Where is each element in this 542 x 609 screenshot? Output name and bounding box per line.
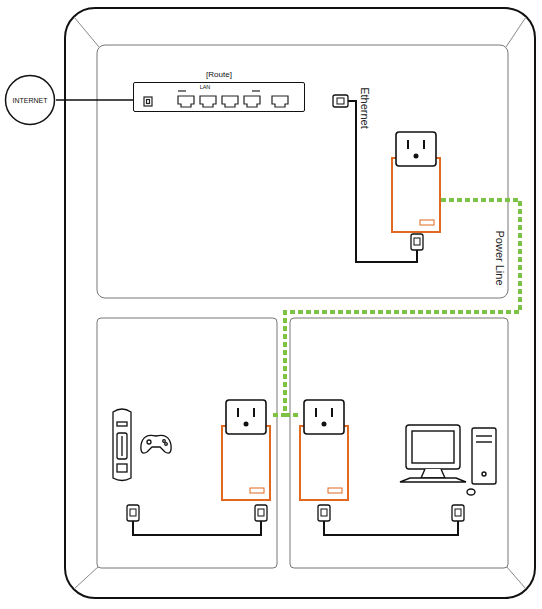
- router-ports: [144, 91, 288, 107]
- network-cable: [56, 99, 133, 101]
- port-group-label: LAN: [120, 84, 290, 90]
- game-console: [113, 409, 171, 481]
- rooms: [97, 45, 508, 568]
- desktop-computer: [400, 425, 496, 495]
- cable-label: Ethernet: [359, 85, 371, 131]
- router-box: [Route]LAN: [133, 82, 305, 112]
- router-heading: [Route]: [134, 70, 304, 79]
- wall-bevels: [74, 17, 526, 589]
- internet-circle: INTERNET: [4, 74, 56, 126]
- room-cables: [127, 505, 464, 535]
- house-outline: [65, 8, 535, 598]
- powerline-label: Power Line: [494, 228, 506, 287]
- node-label: INTERNET: [13, 97, 48, 104]
